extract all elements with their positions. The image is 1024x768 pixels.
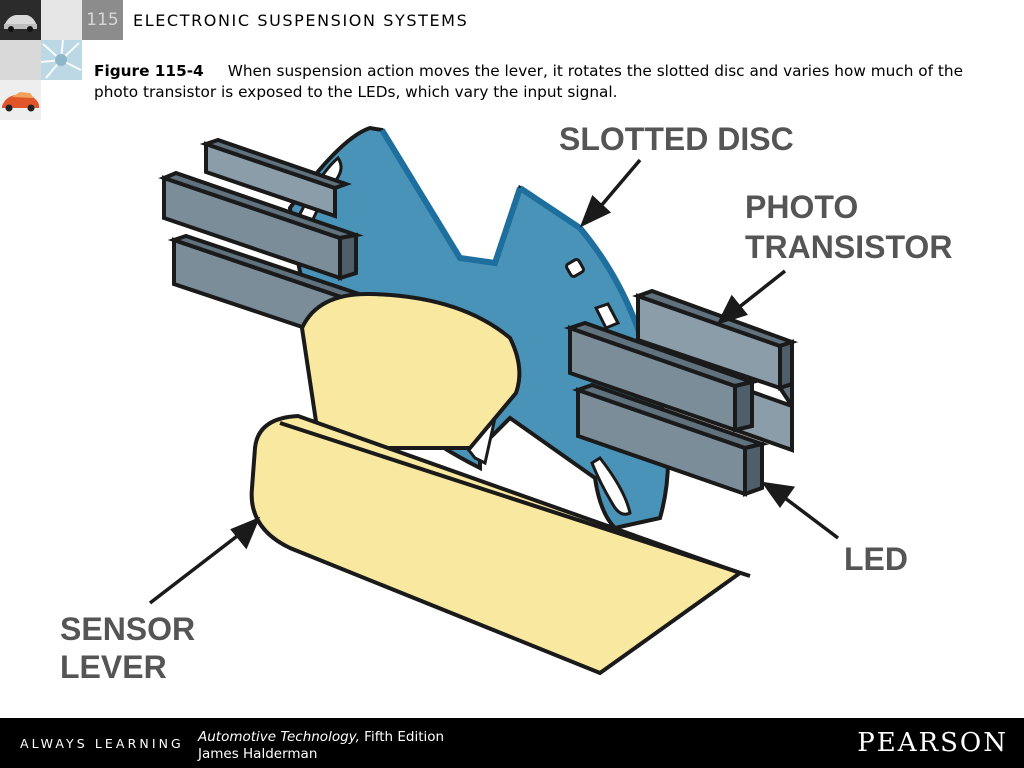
sensor-lever xyxy=(249,291,751,676)
blue-pattern-thumbnail xyxy=(41,40,82,80)
chapter-title: ELECTRONIC SUSPENSION SYSTEMS xyxy=(133,11,469,30)
chapter-number: 115 xyxy=(82,0,123,40)
grey-thumbnail xyxy=(0,40,41,80)
book-author: James Halderman xyxy=(198,746,318,762)
red-car-thumbnail-image xyxy=(0,80,41,120)
sensor-illustration: SLOTTED DISC PHOTO TRANSISTOR LED SENSOR… xyxy=(60,121,952,685)
sensor-lever-label-line2: LEVER xyxy=(60,649,167,685)
header-thumbnails xyxy=(0,0,41,121)
book-edition: Fifth Edition xyxy=(364,729,445,745)
photo-transistor-label-line1: PHOTO xyxy=(745,189,858,225)
book-info: Automotive Technology, Fifth Edition Jam… xyxy=(198,729,444,763)
footer-tagline: ALWAYS LEARNING xyxy=(20,736,184,751)
footer-bar: ALWAYS LEARNING Automotive Technology, F… xyxy=(0,718,1024,768)
sensor-diagram: SLOTTED DISC PHOTO TRANSISTOR LED SENSOR… xyxy=(40,118,1000,698)
label-arrows xyxy=(148,158,840,605)
figure-label: Figure 115-4 xyxy=(94,62,204,80)
right-photo-transistor-bars xyxy=(563,288,799,497)
pearson-logo: PEARSON xyxy=(857,728,1008,758)
photo-transistor-label-line2: TRANSISTOR xyxy=(745,229,952,265)
slotted-disc-label: SLOTTED DISC xyxy=(559,121,794,157)
sensor-lever-label-line1: SENSOR xyxy=(60,611,195,647)
caption-text: When suspension action moves the lever, … xyxy=(94,62,963,101)
led-label: LED xyxy=(844,541,908,577)
book-title: Automotive Technology, xyxy=(198,729,360,745)
header-strip xyxy=(41,0,82,40)
car-thumbnail-image xyxy=(0,0,41,40)
